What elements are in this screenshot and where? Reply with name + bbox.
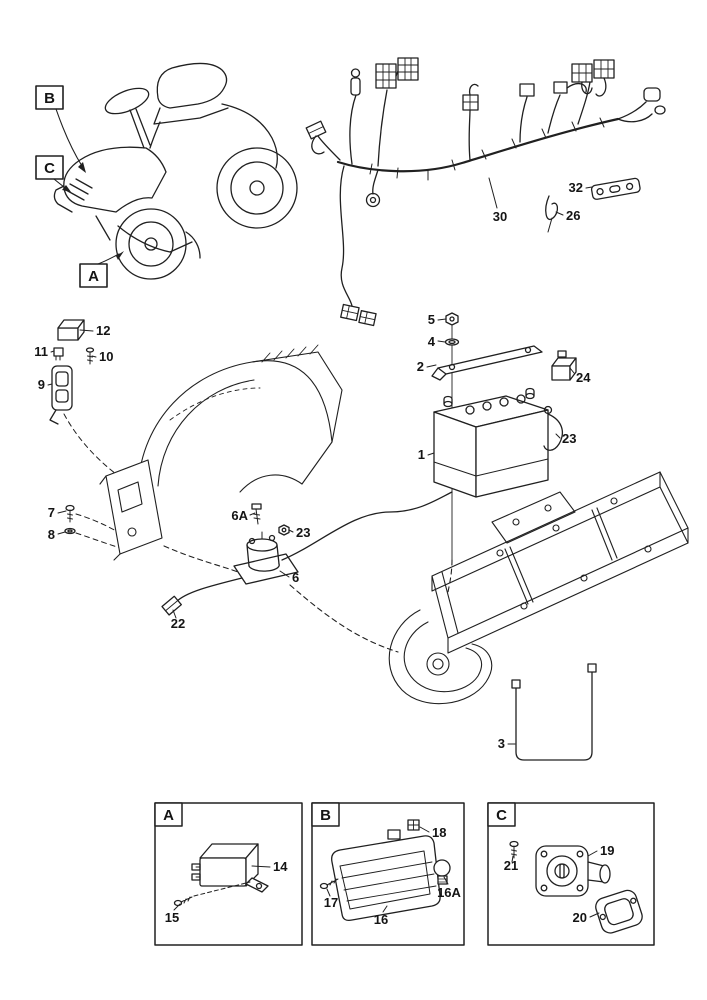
inset-c — [487, 802, 655, 946]
battery-group-drawing — [431, 312, 577, 561]
callout-8: 8 — [48, 527, 55, 542]
solenoid-drawing — [161, 491, 453, 616]
callout-32: 32 — [569, 180, 583, 195]
callout-4: 4 — [428, 334, 436, 349]
ref-label-b — [35, 85, 86, 173]
callout-6a: 6A — [231, 508, 248, 523]
callout-16a: 16A — [437, 885, 461, 900]
callout-18: 18 — [432, 825, 446, 840]
callout-9: 9 — [38, 377, 45, 392]
ref-label-b-text: B — [44, 90, 55, 107]
wiring-harness-drawing — [305, 57, 666, 327]
inset-b-letter: B — [320, 807, 331, 824]
callout-16: 16 — [374, 912, 388, 927]
wire-3-drawing — [511, 663, 597, 761]
labels: B C A 12 11 10 9 7 8 6A 23 6 22 5 4 2 1 … — [34, 90, 614, 927]
leader-lines — [47, 177, 600, 918]
inset-b — [311, 802, 465, 946]
fender-drawing — [99, 344, 343, 573]
callout-20: 20 — [573, 910, 587, 925]
ref-label-a — [79, 251, 124, 288]
callout-30: 30 — [493, 209, 507, 224]
callout-14: 14 — [273, 859, 288, 874]
callout-24: 24 — [576, 370, 591, 385]
tractor-overview-drawing — [53, 62, 298, 280]
inset-a-letter: A — [163, 807, 174, 824]
callout-3: 3 — [498, 736, 505, 751]
callout-21: 21 — [504, 858, 518, 873]
frame-drawing — [289, 471, 689, 705]
callout-22: 22 — [171, 616, 185, 631]
callout-6: 6 — [292, 570, 299, 585]
cable-tie-drawing — [545, 195, 559, 233]
callout-2: 2 — [417, 359, 424, 374]
ref-label-c-text: C — [44, 160, 55, 177]
callout-15: 15 — [165, 910, 179, 925]
callout-17: 17 — [324, 895, 338, 910]
bracket-32-drawing — [590, 177, 641, 200]
inset-a — [154, 802, 303, 946]
ref-label-c — [35, 155, 71, 192]
callout-11: 11 — [34, 344, 48, 359]
fuse-box-drawing — [49, 319, 117, 475]
callout-1: 1 — [418, 447, 425, 462]
callout-10: 10 — [99, 349, 113, 364]
callout-5: 5 — [428, 312, 435, 327]
ref-label-a-text: A — [88, 268, 99, 285]
callout-7: 7 — [48, 505, 55, 520]
callout-23-solenoid: 23 — [296, 525, 310, 540]
callout-12: 12 — [96, 323, 110, 338]
callout-26: 26 — [566, 208, 580, 223]
callout-19: 19 — [600, 843, 614, 858]
inset-c-letter: C — [496, 807, 507, 824]
callout-23-battery: 23 — [562, 431, 576, 446]
